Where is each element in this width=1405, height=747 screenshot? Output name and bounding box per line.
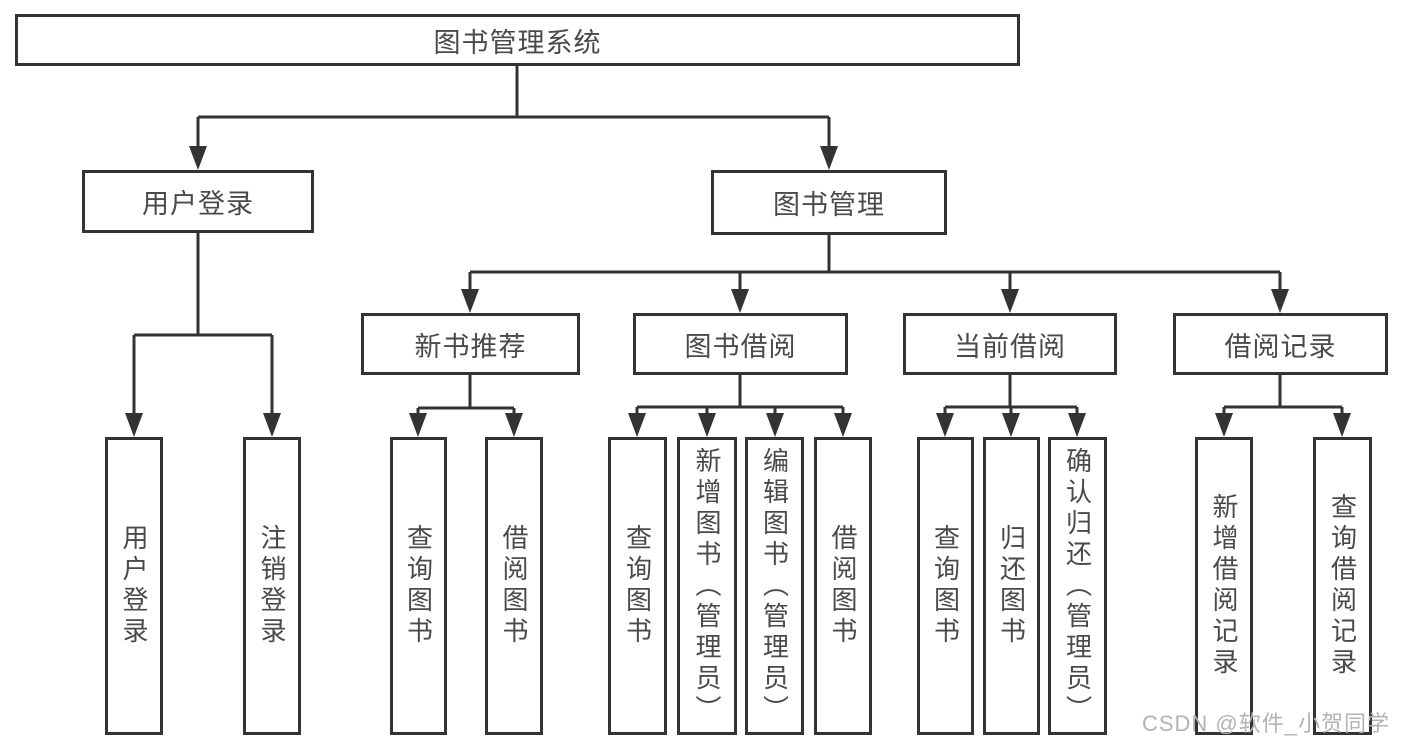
connector-current-borrowing	[943, 375, 1079, 414]
node-borrowing-records: 借阅记录	[1173, 313, 1388, 375]
arrowhead-icon	[766, 413, 784, 437]
arrowhead-icon	[1068, 413, 1086, 437]
csdn-watermark: CSDN @软件_小贺同学	[1141, 711, 1390, 736]
node-label: 当前借阅	[954, 331, 1066, 362]
connector-user-login	[132, 233, 274, 414]
leaf-edit-books-admin: 编辑图书（管理员）	[745, 437, 804, 735]
connector-new-book-recommend	[416, 375, 516, 414]
connector-root	[196, 66, 831, 147]
leaf-add-books-admin: 新增图书（管理员）	[677, 437, 737, 735]
arrowhead-icon	[189, 146, 207, 170]
arrowhead-icon	[698, 413, 716, 437]
node-label: 借阅记录	[1224, 331, 1337, 362]
arrowhead-icon	[731, 289, 749, 313]
node-label: 用户登录	[119, 524, 149, 648]
node-current-borrowing: 当前借阅	[903, 313, 1117, 375]
node-book-management: 图书管理	[711, 170, 947, 235]
leaf-add-borrow-record: 新增借阅记录	[1195, 437, 1253, 735]
leaf-query-books: 查询图书	[390, 437, 447, 735]
node-label: 用户登录	[142, 189, 254, 219]
node-label: 注销登录	[257, 524, 287, 648]
leaf-query-borrow-record: 查询借阅记录	[1313, 437, 1372, 735]
arrowhead-icon	[834, 413, 852, 437]
node-label: 图书借阅	[684, 331, 797, 362]
leaf-user-login: 用户登录	[105, 437, 163, 735]
node-label: 编辑图书（管理员）	[759, 446, 790, 726]
node-label: 查询图书	[622, 524, 653, 648]
node-label: 图书管理系统	[433, 27, 602, 58]
node-label: 归还图书	[996, 524, 1027, 648]
leaf-logout: 注销登录	[243, 437, 301, 735]
node-label: 查询借阅记录	[1327, 493, 1358, 679]
node-book-borrowing: 图书借阅	[633, 313, 848, 375]
node-label: 借阅图书	[499, 524, 529, 648]
node-label: 确认归还（管理员）	[1062, 446, 1093, 726]
arrowhead-icon	[1215, 413, 1233, 437]
arrowhead-icon	[1002, 413, 1020, 437]
leaf-confirm-return-admin: 确认归还（管理员）	[1048, 437, 1107, 735]
arrowhead-icon	[1001, 289, 1019, 313]
node-label: 新增借阅记录	[1209, 493, 1239, 679]
arrowhead-icon	[1271, 289, 1289, 313]
node-label: 新书推荐	[414, 331, 527, 362]
connector-borrowing-records	[1222, 375, 1344, 414]
arrowhead-icon	[936, 413, 954, 437]
arrowhead-icon	[820, 146, 838, 170]
node-new-book-recommend: 新书推荐	[361, 313, 580, 375]
connector-book-management	[468, 235, 1282, 290]
node-label: 查询图书	[403, 524, 434, 648]
leaf-query-books: 查询图书	[917, 437, 974, 735]
connector-book-borrowing	[635, 375, 845, 414]
node-label: 借阅图书	[828, 524, 858, 648]
node-root-system: 图书管理系统	[15, 14, 1020, 66]
node-label: 图书管理	[773, 190, 885, 220]
arrowhead-icon	[125, 413, 143, 437]
leaf-return-books: 归还图书	[983, 437, 1040, 735]
leaf-borrow-books: 借阅图书	[814, 437, 872, 735]
arrowhead-icon	[1333, 413, 1351, 437]
node-label: 查询图书	[930, 524, 961, 648]
arrowhead-icon	[461, 289, 479, 313]
arrowhead-icon	[409, 413, 427, 437]
arrowhead-icon	[263, 413, 281, 437]
arrowhead-icon	[505, 413, 523, 437]
node-user-login: 用户登录	[82, 170, 314, 233]
node-label: 新增图书（管理员）	[692, 446, 722, 726]
leaf-borrow-books: 借阅图书	[485, 437, 543, 735]
leaf-query-books: 查询图书	[608, 437, 667, 735]
arrowhead-icon	[628, 413, 646, 437]
